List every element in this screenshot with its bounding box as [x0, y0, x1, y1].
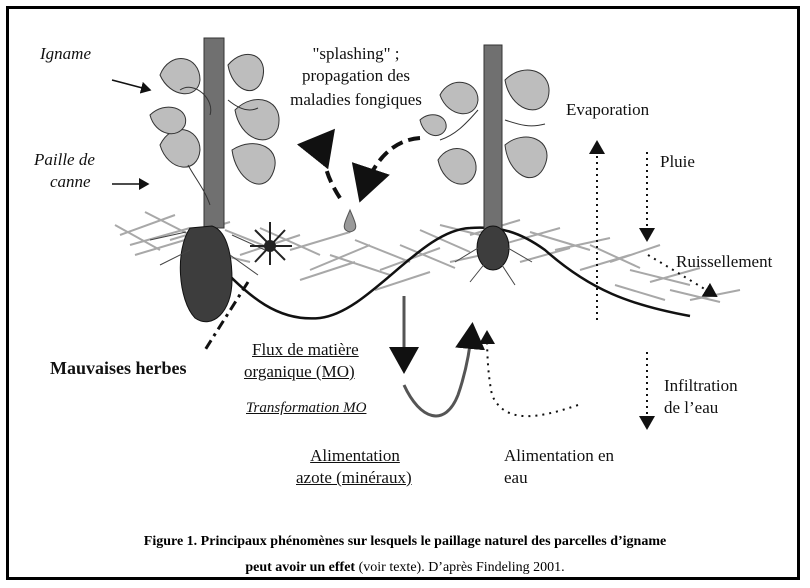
label-alim-eau-line2: eau — [504, 468, 528, 488]
label-alim-eau-line1: Alimentation en — [504, 446, 614, 466]
label-paille-line2: canne — [50, 172, 91, 192]
figure-caption-line1: Figure 1. Principaux phénomènes sur lesq… — [0, 534, 810, 550]
label-infiltration-line1: Infiltration — [664, 376, 738, 396]
label-flux-line2: organique (MO) — [244, 362, 355, 382]
label-igname: Igname — [40, 44, 91, 64]
label-ruissellement: Ruissellement — [676, 252, 772, 272]
label-paille-line1: Paille de — [34, 150, 95, 170]
figure-caption-line2: peut avoir un effet (voir texte). D’aprè… — [0, 560, 810, 576]
water-uptake-arrow — [487, 332, 578, 416]
label-infiltration-line2: de l’eau — [664, 398, 718, 418]
label-alim-azote-line1: Alimentation — [290, 446, 420, 466]
label-splashing-line1: "splashing" ; — [266, 44, 446, 64]
label-transformation: Transformation MO — [246, 398, 366, 418]
mineral-uptake-arrow — [404, 328, 472, 416]
igname-pointer — [112, 80, 150, 90]
raindrop — [344, 210, 356, 232]
label-pluie: Pluie — [660, 152, 695, 172]
splash-arrow-left — [324, 135, 340, 198]
label-flux-line1: Flux de matière — [252, 340, 359, 360]
label-splashing-line3: maladies fongiques — [256, 90, 456, 110]
yam-plant-left — [150, 38, 279, 322]
label-evaporation: Evaporation — [566, 100, 649, 120]
caption-rest: (voir texte). D’après Findeling 2001. — [355, 560, 565, 575]
label-mauvaises-herbes: Mauvaises herbes — [50, 358, 187, 378]
label-alim-azote-line2: azote (minéraux) — [296, 468, 412, 488]
splash-arrow-right — [362, 138, 420, 195]
label-splashing-line2: propagation des — [266, 66, 446, 86]
caption-bold-part: peut avoir un effet — [245, 560, 355, 575]
